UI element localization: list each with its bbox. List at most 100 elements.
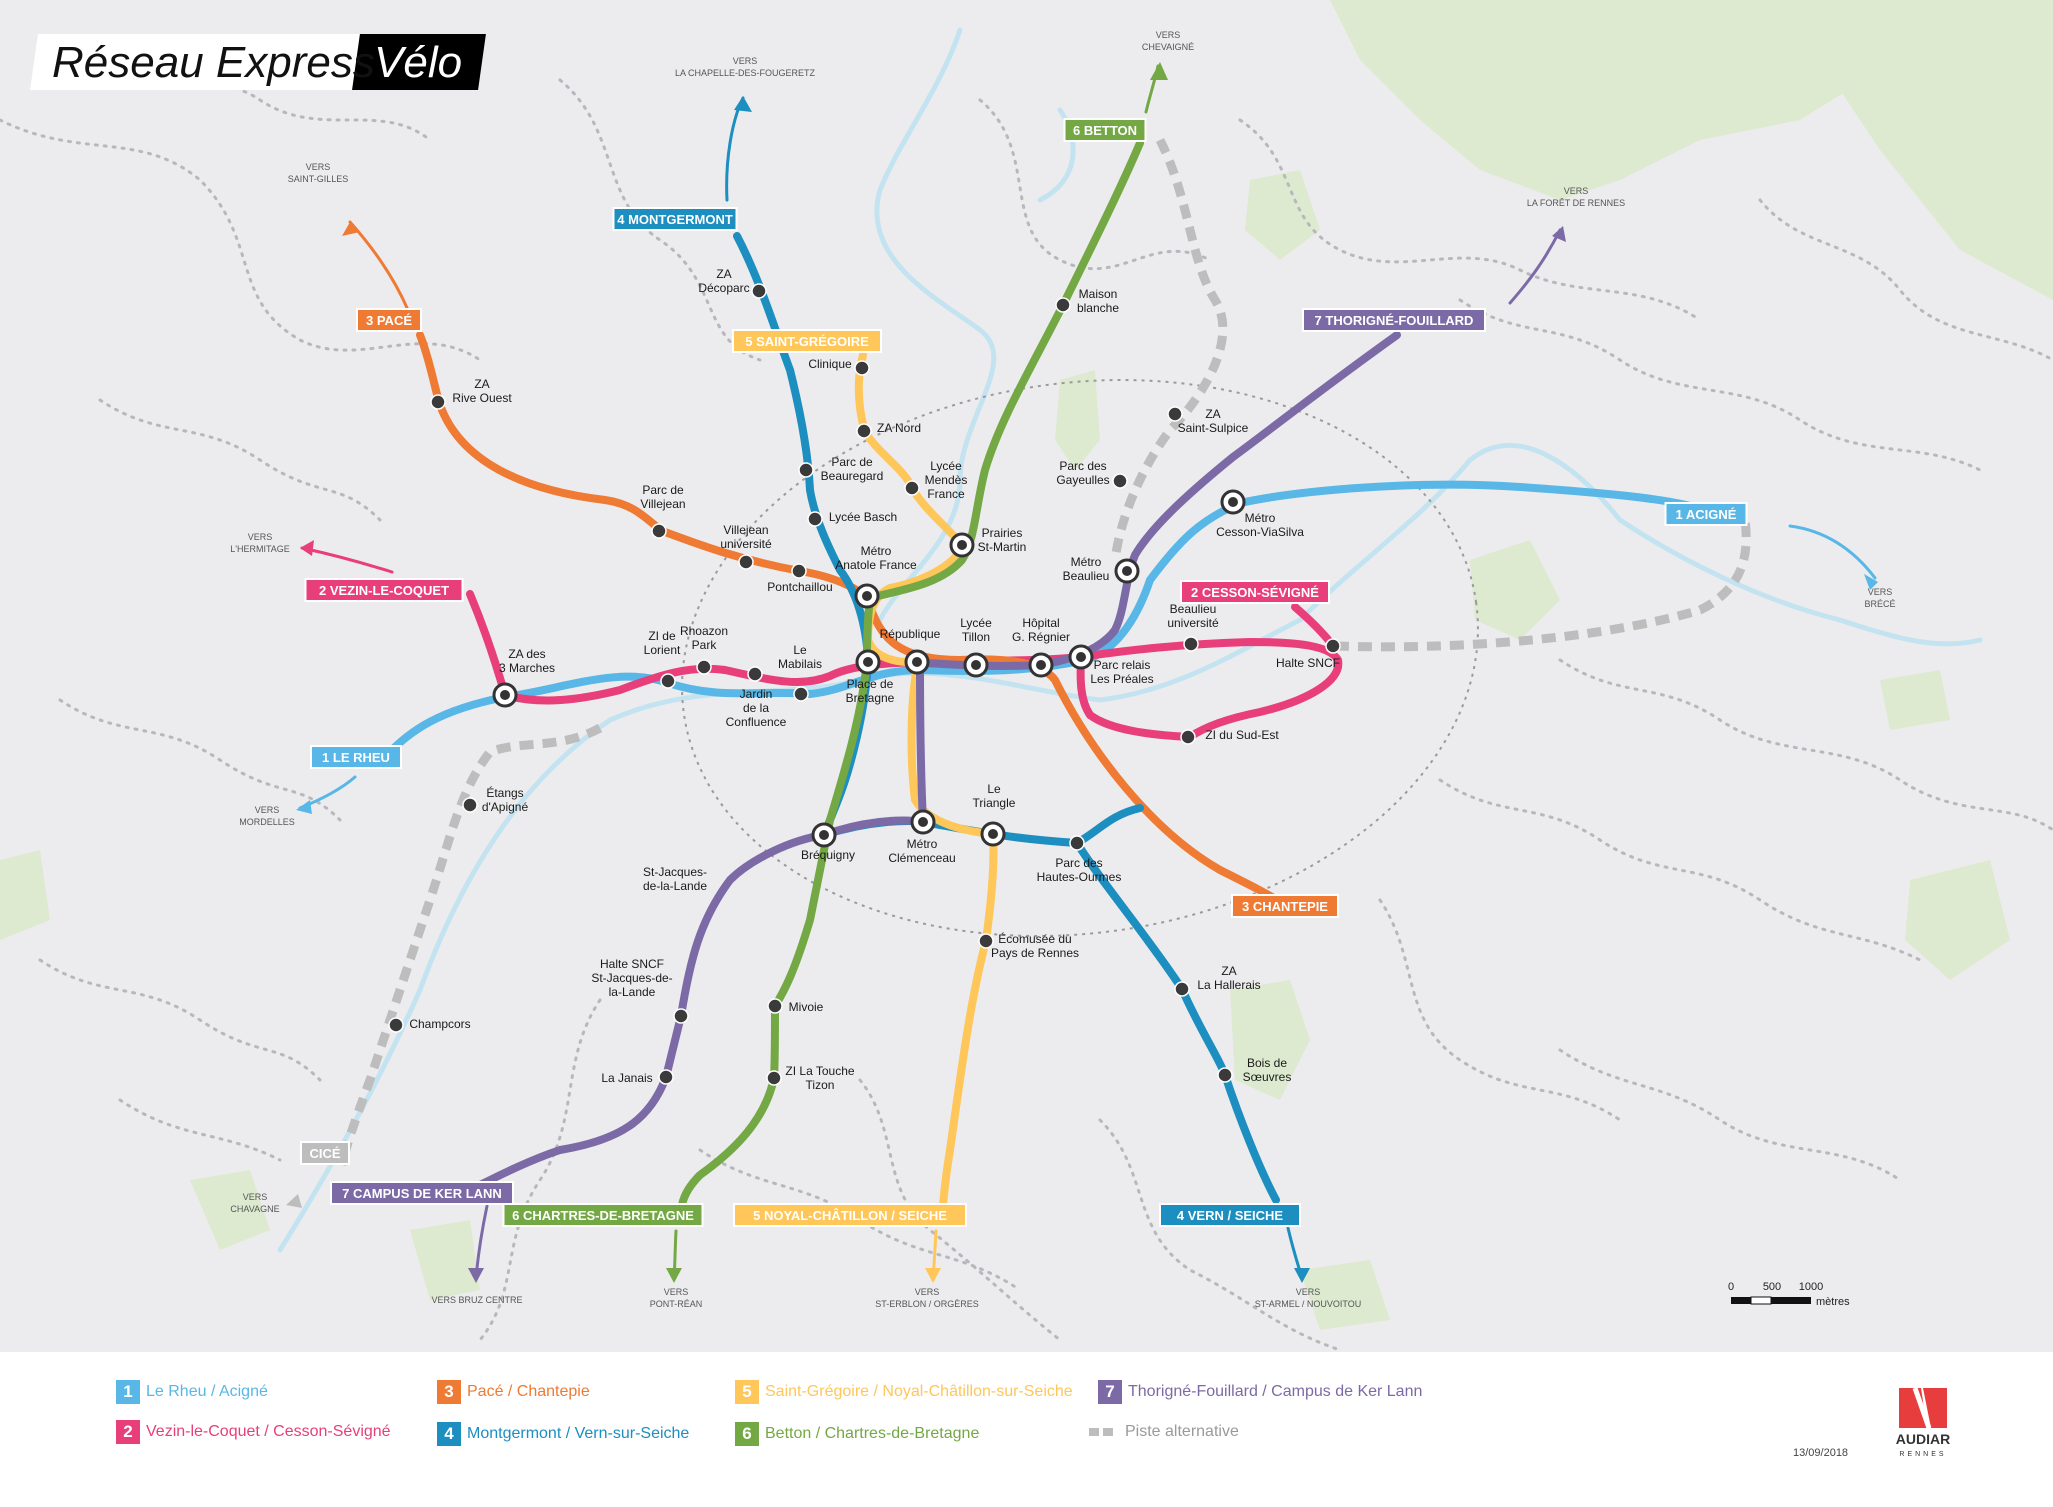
stop-republique: République bbox=[880, 627, 941, 675]
legend-line-number: 6 bbox=[735, 1422, 759, 1446]
major-stop-core bbox=[1036, 660, 1046, 670]
stop-marker bbox=[1112, 473, 1128, 489]
arrow-icon bbox=[925, 1268, 941, 1283]
stop-label: ZA Nord bbox=[877, 421, 921, 435]
stop-marker bbox=[1069, 835, 1085, 851]
stop-marker bbox=[747, 666, 763, 682]
stop-label: Clinique bbox=[808, 357, 852, 371]
stop-marker bbox=[904, 480, 920, 496]
arrow-icon bbox=[468, 1268, 484, 1283]
major-stop-core bbox=[500, 690, 510, 700]
stop-marker bbox=[854, 360, 870, 376]
line-badge-b3s: 3 CHANTEPIE bbox=[1231, 894, 1339, 918]
stop-marker bbox=[651, 523, 667, 539]
line-badge-b2e: 2 CESSON-SÉVIGNÉ bbox=[1180, 580, 1330, 604]
major-stop-core bbox=[1076, 652, 1086, 662]
line-badge-label: 4 VERN / SEICHE bbox=[1177, 1208, 1284, 1223]
line-badge-label: 3 PACÉ bbox=[366, 313, 412, 328]
title-main: Réseau Express bbox=[52, 38, 375, 87]
stop-marker bbox=[791, 563, 807, 579]
stop-marker bbox=[1217, 1067, 1233, 1083]
stop-marker bbox=[658, 1069, 674, 1085]
line-badge-b7n: 7 THORIGNÉ-FOUILLARD bbox=[1302, 308, 1486, 332]
legend-line-label: Montgermont / Vern-sur-Seiche bbox=[467, 1425, 690, 1442]
stop-marker bbox=[767, 998, 783, 1014]
legend-alternative-label: Piste alternative bbox=[1125, 1423, 1239, 1440]
line-badge-label: 7 CAMPUS DE KER LANN bbox=[342, 1186, 502, 1201]
line-badge-label: 5 SAINT-GRÉGOIRE bbox=[745, 334, 869, 349]
stop-marker bbox=[1174, 981, 1190, 997]
rocade-ring bbox=[681, 379, 1479, 937]
stop-marker bbox=[856, 423, 872, 439]
stop-marker bbox=[673, 1008, 689, 1024]
line-badge-label: 1 ACIGNÉ bbox=[1676, 507, 1737, 522]
line-badge-label: 6 BETTON bbox=[1073, 123, 1137, 138]
legend-line-number: 2 bbox=[116, 1420, 140, 1444]
stop-la-janais: La Janais bbox=[601, 1069, 674, 1085]
alt-route-cesson bbox=[1334, 519, 1751, 652]
line-badge-b1w: 1 LE RHEU bbox=[310, 745, 402, 769]
stop-marker bbox=[696, 659, 712, 675]
stop-label: Bréquigny bbox=[801, 848, 855, 862]
stop-marker bbox=[793, 686, 809, 702]
arrow-icon bbox=[296, 800, 312, 814]
stop-marker bbox=[798, 462, 814, 478]
stop-marker bbox=[1180, 729, 1196, 745]
arrow-icon bbox=[342, 222, 360, 236]
scale-bar: 0 500 1000 mètres bbox=[1728, 1281, 1850, 1308]
line-badge-b3n: 3 PACÉ bbox=[356, 308, 422, 332]
line-badge-label: CICÉ bbox=[309, 1146, 340, 1161]
legend-item-alternative: Piste alternative bbox=[1085, 1419, 1239, 1445]
date-stamp: 13/09/2018 bbox=[1793, 1447, 1849, 1459]
stop-marker bbox=[1055, 297, 1071, 313]
stop-label: La Janais bbox=[601, 1071, 652, 1085]
stop-marker bbox=[978, 933, 994, 949]
arrow-icon bbox=[1864, 574, 1878, 590]
line-badge-b4s: 4 VERN / SEICHE bbox=[1159, 1203, 1301, 1227]
legend-line-label: Pacé / Chantepie bbox=[467, 1383, 590, 1400]
legend-line-label: Thorigné-Fouillard / Campus de Ker Lann bbox=[1128, 1383, 1423, 1400]
major-stop-core bbox=[912, 657, 922, 667]
arrow-icon bbox=[1294, 1268, 1310, 1283]
stop-marker bbox=[430, 394, 446, 410]
